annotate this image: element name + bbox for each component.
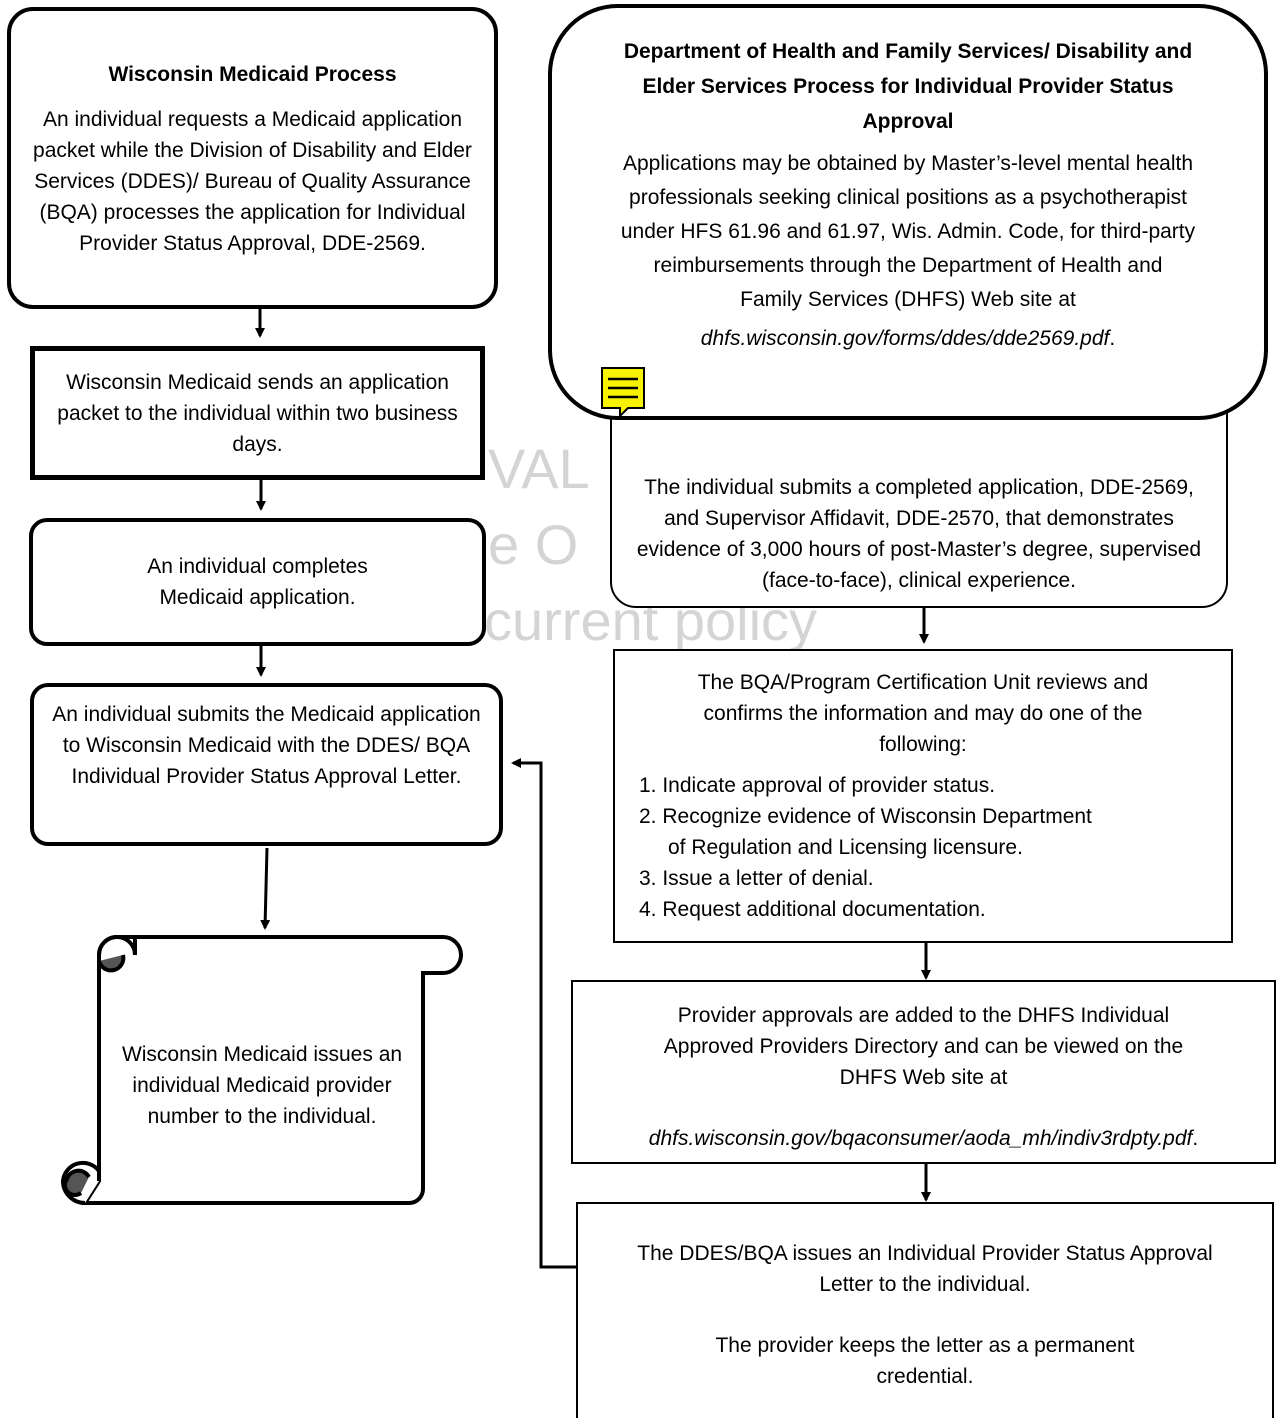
medicaid-issues-number-text-box: Wisconsin Medicaid issues an individual … — [103, 980, 421, 1190]
bqa-review-option-3: 3. Issue a letter of denial. — [639, 867, 874, 890]
approval-letter-text-2: The provider keeps the letter as a perma… — [715, 1334, 1135, 1388]
bqa-review-option-1: 1. Indicate approval of provider status. — [639, 774, 996, 797]
dde2569-link[interactable]: dhfs.wisconsin.gov/forms/ddes/dde2569.pd… — [700, 327, 1110, 350]
bqa-review-option-2: 2. Recognize evidence of Wisconsin Depar… — [639, 805, 1092, 828]
bqa-review-option-2-cont: of Regulation and Licensing licensure. — [668, 836, 1023, 859]
individual-submits-text: An individual submits the Medicaid appli… — [52, 703, 481, 788]
indiv3rdpty-link[interactable]: dhfs.wisconsin.gov/bqaconsumer/aoda_mh/i… — [648, 1127, 1193, 1150]
bqa-review-option-4: 4. Request additional documentation. — [639, 898, 986, 921]
wisconsin-medicaid-process-box: Wisconsin Medicaid Process An individual… — [7, 7, 498, 309]
dhfs-process-text: Applications may be obtained by Master’s… — [620, 152, 1196, 311]
individual-submits-application-text: The individual submits a completed appli… — [636, 476, 1202, 592]
wisconsin-medicaid-process-text: An individual requests a Medicaid applic… — [33, 108, 472, 255]
bqa-review-intro: The BQA/Program Certification Unit revie… — [697, 671, 1149, 756]
medicaid-sends-packet-text: Wisconsin Medicaid sends an application … — [57, 370, 458, 456]
individual-completes-text: An individual completes Medicaid applica… — [147, 555, 368, 609]
bqa-review-options-list: 1. Indicate approval of provider status.… — [639, 770, 1092, 925]
medicaid-sends-packet-box: Wisconsin Medicaid sends an application … — [30, 346, 485, 480]
wisconsin-medicaid-process-title: Wisconsin Medicaid Process — [108, 63, 397, 86]
dde2569-link-period: . — [1109, 327, 1116, 350]
medicaid-issues-number-text: Wisconsin Medicaid issues an individual … — [121, 1042, 403, 1128]
indiv3rdpty-link-period: . — [1192, 1127, 1199, 1150]
sticky-note-icon[interactable] — [600, 366, 646, 418]
approval-letter-box: The DDES/BQA issues an Individual Provid… — [576, 1202, 1274, 1418]
directory-link-line: dhfs.wisconsin.gov/bqaconsumer/aoda_mh/i… — [649, 1123, 1198, 1154]
individual-submits-box: An individual submits the Medicaid appli… — [30, 683, 503, 846]
individual-completes-box: An individual completes Medicaid applica… — [29, 518, 486, 646]
dhfs-process-box: Department of Health and Family Services… — [548, 4, 1268, 420]
watermark-text-2: e O — [488, 513, 579, 576]
dhfs-process-link-line: dhfs.wisconsin.gov/forms/ddes/dde2569.pd… — [701, 323, 1115, 354]
watermark-text-1: VAL — [488, 437, 590, 500]
scroll-shape — [60, 935, 463, 1205]
approval-letter-text-1: The DDES/BQA issues an Individual Provid… — [637, 1242, 1213, 1296]
bqa-review-box: The BQA/Program Certification Unit revie… — [613, 649, 1233, 943]
approved-providers-directory-text: Provider approvals are added to the DHFS… — [663, 1004, 1184, 1089]
approved-providers-directory-box: Provider approvals are added to the DHFS… — [571, 980, 1276, 1164]
dhfs-process-title: Department of Health and Family Services… — [623, 40, 1193, 133]
